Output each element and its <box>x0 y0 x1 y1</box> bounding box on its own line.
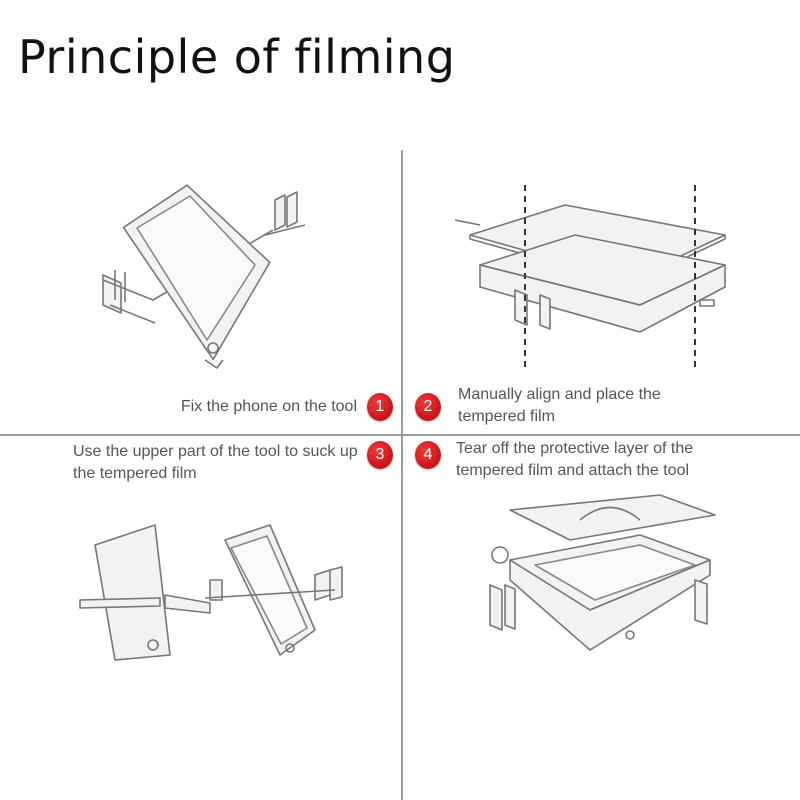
step-1-illustration <box>102 184 306 369</box>
step-4-badge: 4 <box>415 441 441 469</box>
step-4-label: Tear off the protective layer of the tem… <box>456 440 694 479</box>
step-3-illustration <box>79 524 343 661</box>
step-3-badge: 3 <box>367 441 393 469</box>
step-2-label: Manually align and place the tempered fi… <box>458 386 661 425</box>
step-1-label: Fix the phone on the tool <box>180 398 357 415</box>
step-4-illustration <box>489 494 716 651</box>
step-2-badge: 2 <box>415 393 441 421</box>
horizontal-divider <box>0 434 800 436</box>
step-2-illustration <box>455 185 726 370</box>
vertical-divider <box>401 150 403 800</box>
step-3-label: Use the upper part of the tool to suck u… <box>73 443 358 482</box>
page-title: Principle of filming <box>18 30 456 84</box>
step-1-badge: 1 <box>367 393 393 421</box>
